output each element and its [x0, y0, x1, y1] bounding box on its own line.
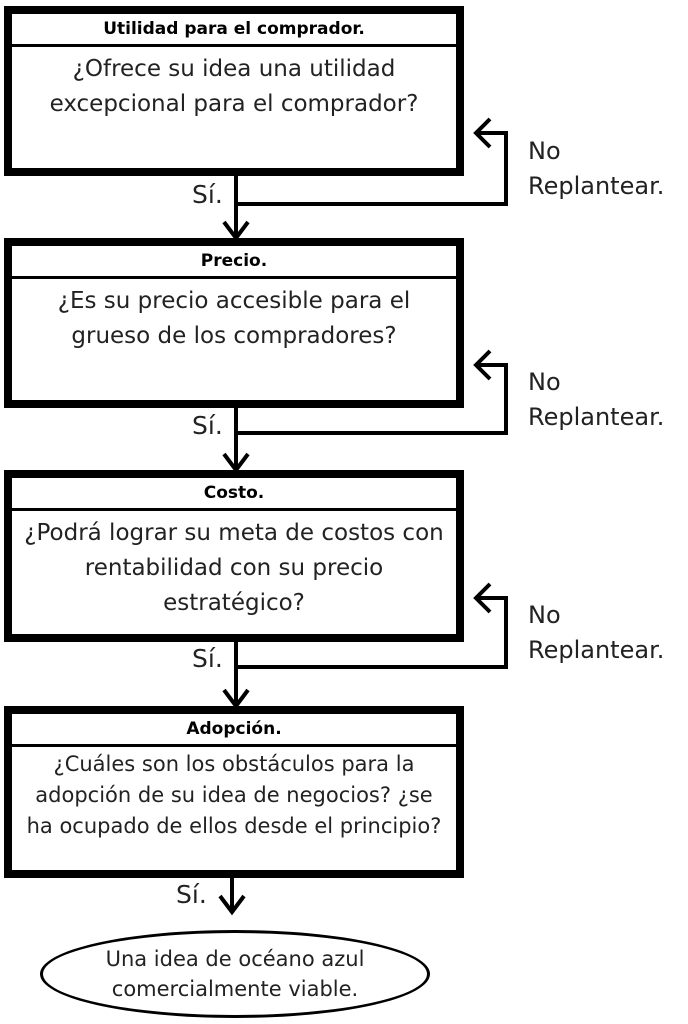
step-question-cost: ¿Podrá lograr su meta de costos con rent…: [24, 520, 444, 616]
no-loop-3: [236, 596, 508, 669]
no-loop-1: [236, 131, 508, 206]
no-label-3: No Replantear.: [528, 598, 664, 668]
no-loop-3-head: [473, 582, 492, 614]
step-question-utility: ¿Ofrece su idea una utilidad excepcional…: [49, 56, 419, 117]
no-text-2: No: [528, 368, 561, 396]
step-header-cost: Costo.: [12, 478, 456, 511]
step-question-price: ¿Es su precio accesible para el grueso d…: [57, 288, 411, 349]
no-text-1: No: [528, 137, 561, 165]
step-box-utility: Utilidad para el comprador. ¿Ofrece su i…: [4, 6, 464, 176]
yes-label-1: Sí.: [192, 180, 223, 209]
step-header-price: Precio.: [12, 246, 456, 279]
result-oval: Una idea de océano azul comercialmente v…: [40, 930, 430, 1018]
no-loop-2-head: [473, 349, 492, 381]
step-box-cost: Costo. ¿Podrá lograr su meta de costos c…: [4, 470, 464, 642]
rethink-text-2: Replantear.: [528, 403, 665, 431]
yes-label-3: Sí.: [192, 644, 223, 673]
no-loop-1-head: [473, 117, 492, 149]
no-loop-2: [236, 363, 508, 435]
step-question-adoption: ¿Cuáles son los obstáculos para la adopc…: [26, 752, 442, 838]
rethink-text-1: Replantear.: [528, 172, 665, 200]
step-header-utility: Utilidad para el comprador.: [12, 14, 456, 47]
yes-label-4: Sí.: [176, 880, 207, 909]
step-box-adoption: Adopción. ¿Cuáles son los obstáculos par…: [4, 706, 464, 878]
no-label-1: No Replantear.: [528, 134, 664, 204]
step-box-price: Precio. ¿Es su precio accesible para el …: [4, 238, 464, 408]
step-header-adoption: Adopción.: [12, 714, 456, 747]
rethink-text-3: Replantear.: [528, 636, 665, 664]
no-label-2: No Replantear.: [528, 365, 664, 435]
yes-arrow-4-head: [218, 894, 246, 916]
yes-label-2: Sí.: [192, 411, 223, 440]
no-text-3: No: [528, 601, 561, 629]
